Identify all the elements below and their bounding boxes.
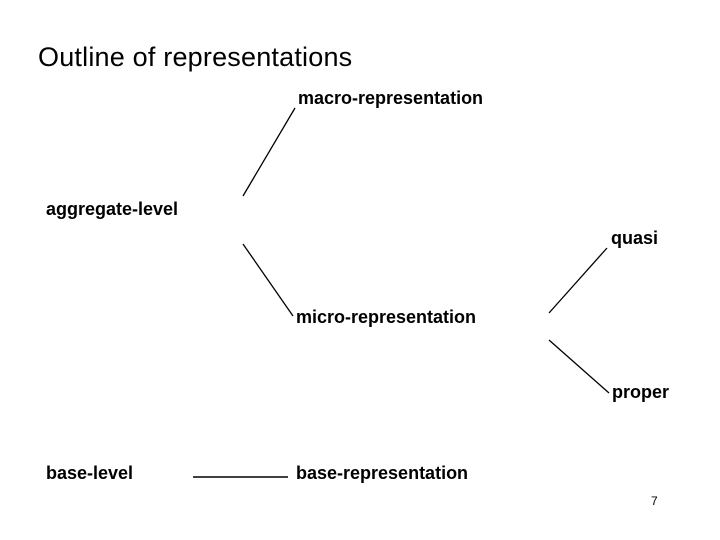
node-aggregate-level: aggregate-level	[46, 199, 179, 219]
edge-micro-quasi	[548, 247, 608, 314]
edge-micro-proper	[548, 339, 610, 394]
node-base-level: base-level	[46, 463, 134, 483]
node-quasi: quasi	[611, 228, 659, 248]
node-proper: proper	[612, 382, 670, 402]
node-base-representation: base-representation	[296, 463, 469, 483]
node-micro-representation: micro-representation	[296, 307, 477, 327]
node-macro-representation: macro-representation	[298, 88, 484, 108]
edge-aggregate-micro	[242, 243, 294, 317]
page-number: 7	[651, 494, 658, 508]
page-title: Outline of representations	[38, 42, 353, 72]
edge-aggregate-macro	[242, 107, 296, 197]
